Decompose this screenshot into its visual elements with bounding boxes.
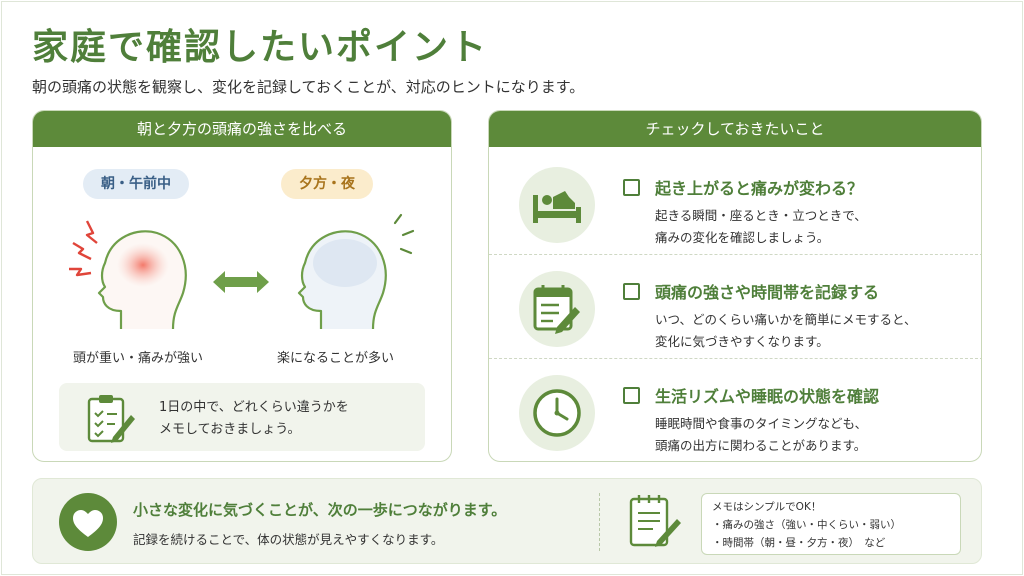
check-item: 頭痛の強さや時間帯を記録する いつ、どのくらい痛いかを簡単にメモすると、 変化に… [489, 257, 981, 359]
checklist-panel-header: チェックしておきたいこと [489, 111, 981, 147]
check-item-desc: 頭痛の出方に関わることがあります。 [655, 438, 867, 453]
bottom-sub-message: 記録を続けることで、体の状態が見えやすくなります。 [133, 532, 444, 547]
bed-icon [533, 191, 581, 223]
check-item-desc: 起きる瞬間・座るとき・立つときで、 [655, 208, 867, 223]
check-item: 起き上がると痛みが変わる？ 起きる瞬間・座るとき・立つときで、 痛みの変化を確認… [489, 153, 981, 255]
notepad-pencil-icon [629, 495, 681, 547]
check-item-title: 起き上がると痛みが変わる？ [655, 179, 864, 198]
morning-label: 朝・午前中 [83, 169, 189, 199]
check-item-title: 頭痛の強さや時間帯を記録する [655, 283, 880, 302]
tip-line-2: ・時間帯（朝・昼・夕方・夜） など [712, 537, 886, 549]
compare-panel-header: 朝と夕方の頭痛の強さを比べる [33, 111, 451, 147]
tip-title: メモはシンプルでOK！ [712, 501, 822, 513]
memo-box: 1日の中で、どれくらい違うかを メモしておきましょう。 [59, 383, 425, 451]
compare-panel: 朝と夕方の頭痛の強さを比べる 朝・午前中 夕方・夜 頭が重い・痛み [32, 110, 452, 462]
page-title: 家庭で確認したいポイント [32, 27, 489, 68]
divider [599, 493, 600, 551]
evening-label: 夕方・夜 [281, 169, 373, 199]
check-item-checkbox[interactable] [623, 179, 640, 196]
evening-caption: 楽になることが多い [277, 351, 395, 366]
bottom-main-message: 小さな変化に気づくことが、次の一歩につながります。 [133, 501, 507, 519]
double-arrow-icon [213, 271, 269, 293]
memo-line-2: メモしておきましょう。 [159, 422, 301, 437]
check-item-checkbox[interactable] [623, 387, 640, 404]
check-item-desc: 変化に気づきやすくなります。 [655, 334, 829, 349]
check-item-desc: 痛みの変化を確認しましょう。 [655, 230, 830, 245]
morning-caption: 頭が重い・痛みが強い [73, 351, 204, 366]
bottom-message-panel: 小さな変化に気づくことが、次の一歩につながります。 記録を続けることで、体の状態… [32, 478, 982, 564]
clock-icon [533, 389, 581, 437]
checklist-panel: チェックしておきたいこと 起き上がると痛みが変わる？ 起きる瞬間・座るとき・立つ… [488, 110, 982, 462]
check-item-desc: 睡眠時間や食事のタイミングなども、 [655, 416, 868, 431]
check-item-checkbox[interactable] [623, 283, 640, 300]
check-item: 生活リズムや睡眠の状態を確認 睡眠時間や食事のタイミングなども、 頭痛の出方に関… [489, 361, 981, 461]
tip-line-1: ・痛みの強さ（強い・中くらい・弱い） [712, 519, 901, 531]
tip-box: メモはシンプルでOK！ ・痛みの強さ（強い・中くらい・弱い） ・時間帯（朝・昼・… [701, 493, 961, 555]
morning-head-icon [69, 220, 187, 330]
evening-head-icon [297, 213, 415, 330]
check-item-desc: いつ、どのくらい痛いかを簡単にメモすると、 [655, 312, 917, 327]
calendar-icon [533, 285, 580, 334]
clipboard-pencil-icon [87, 395, 135, 443]
heart-icon [73, 510, 103, 537]
page-subtitle: 朝の頭痛の状態を観察し、変化を記録しておくことが、対応のヒントになります。 [32, 78, 585, 96]
memo-line-1: 1日の中で、どれくらい違うかを [159, 400, 349, 415]
check-item-title: 生活リズムや睡眠の状態を確認 [655, 387, 880, 406]
